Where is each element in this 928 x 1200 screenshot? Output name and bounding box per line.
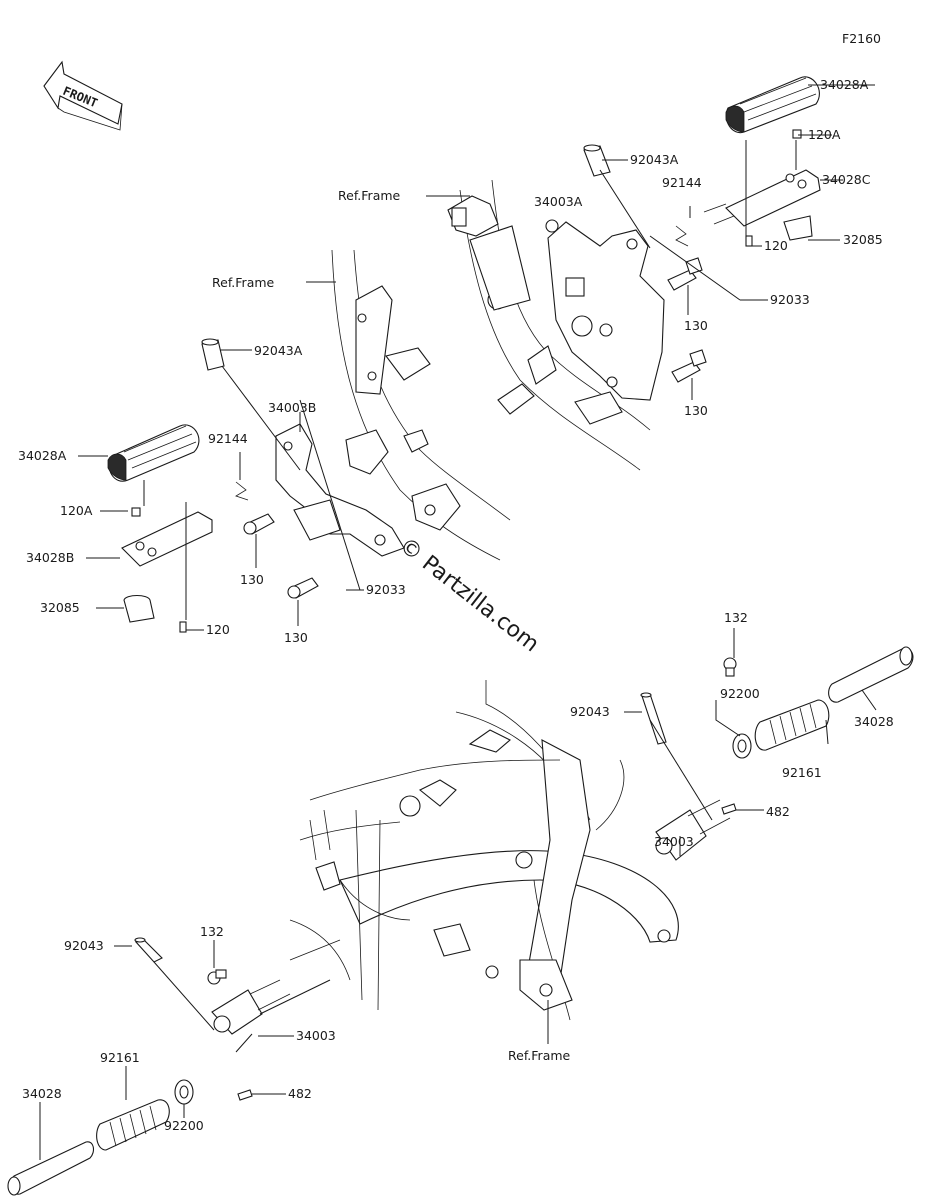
- label-34028A-left: 34028A: [18, 448, 67, 463]
- label-482-right: 482: [766, 804, 790, 819]
- footrest-34003-right-drawing: [655, 799, 731, 861]
- label-92144-top: 92144: [662, 175, 702, 190]
- pin-92043-right-drawing: [640, 692, 667, 745]
- label-130-top1: 130: [684, 318, 708, 333]
- bolt-130-left2-drawing: [287, 577, 319, 599]
- pin-92043A-left-drawing: [201, 338, 225, 371]
- label-34028-left: 34028: [22, 1086, 62, 1101]
- label-34028-right: 34028: [854, 714, 894, 729]
- bolt-130-top2-drawing: [671, 349, 707, 383]
- ref-frame-mid-drawing: [331, 249, 511, 561]
- label-130-left2: 130: [284, 630, 308, 645]
- label-34003A: 34003A: [534, 194, 583, 209]
- pin-92043-left-drawing: [134, 937, 163, 963]
- footpeg-34028C-drawing: [703, 129, 821, 247]
- label-34028A-top: 34028A: [820, 77, 869, 92]
- front-arrow-icon: FRONT: [43, 60, 123, 131]
- label-ref-frame-bottom: Ref.Frame: [508, 1048, 571, 1063]
- label-34003-right: 34003: [654, 834, 694, 849]
- label-92033-left: 92033: [366, 582, 406, 597]
- label-132-left: 132: [200, 924, 224, 939]
- label-34003B: 34003B: [268, 400, 316, 415]
- leaders-mid-left: [78, 281, 364, 631]
- label-ref-frame-top: Ref.Frame: [338, 188, 401, 203]
- ref-frame-top-drawing: [447, 179, 651, 471]
- label-92043A-left: 92043A: [254, 343, 303, 358]
- bolt-130-top1-drawing: [667, 257, 703, 291]
- footpeg-rubber-34028A-top-drawing: [725, 76, 820, 134]
- label-32085-left: 32085: [40, 600, 80, 615]
- rubber-92161-left-drawing: [96, 1099, 170, 1151]
- label-120-top: 120: [764, 238, 788, 253]
- label-32085-top: 32085: [843, 232, 883, 247]
- label-34028C: 34028C: [822, 172, 871, 187]
- leaders-top-right: [426, 84, 875, 400]
- ref-frame-bottom-drawing: [289, 680, 679, 1021]
- label-92043A-top: 92043A: [630, 152, 679, 167]
- label-130-left1: 130: [240, 572, 264, 587]
- footpeg-rubber-34028A-left-drawing: [107, 424, 200, 482]
- spring-92144-left-drawing: [235, 481, 249, 501]
- diagram-code: F2160: [842, 31, 881, 46]
- label-130-top2: 130: [684, 403, 708, 418]
- tube-34028-right-drawing: [828, 646, 914, 703]
- label-92043-left: 92043: [64, 938, 104, 953]
- label-92043-right: 92043: [570, 704, 610, 719]
- leaders-bottom: [39, 628, 877, 1160]
- label-120A-top: 120A: [808, 127, 841, 142]
- label-92161-left: 92161: [100, 1050, 140, 1065]
- footrest-34003-left-drawing: [211, 979, 291, 1035]
- watermark: © Partzilla.com: [394, 533, 543, 657]
- label-120-left: 120: [206, 622, 230, 637]
- bolt-130-left1-drawing: [243, 513, 275, 535]
- label-482-left: 482: [288, 1086, 312, 1101]
- label-92144-left: 92144: [208, 431, 248, 446]
- tube-34028-left-drawing: [7, 1141, 95, 1196]
- bolt-132-left-drawing: [207, 969, 227, 985]
- label-92200-right: 92200: [720, 686, 760, 701]
- label-34003-left: 34003: [296, 1028, 336, 1043]
- clip-482-left-drawing: [237, 1089, 253, 1101]
- rubber-92161-right-drawing: [754, 699, 830, 751]
- label-92033-top: 92033: [770, 292, 810, 307]
- label-34028B: 34028B: [26, 550, 74, 565]
- washer-92200-right-drawing: [732, 733, 752, 759]
- label-132-right: 132: [724, 610, 748, 625]
- label-ref-frame-mid: Ref.Frame: [212, 275, 275, 290]
- label-92200-left: 92200: [164, 1118, 204, 1133]
- bracket-34003B-drawing: [275, 423, 405, 557]
- label-92161-right: 92161: [782, 765, 822, 780]
- footpeg-34028B-drawing: [121, 507, 213, 633]
- spring-92144-top-drawing: [675, 225, 689, 247]
- pin-92043A-top-drawing: [583, 144, 611, 177]
- bolt-132-right-drawing: [723, 657, 737, 677]
- bracket-34003A-drawing: [545, 219, 665, 401]
- clip-482-right-drawing: [721, 803, 737, 815]
- label-120A-left: 120A: [60, 503, 93, 518]
- washer-92200-left-drawing: [174, 1079, 194, 1105]
